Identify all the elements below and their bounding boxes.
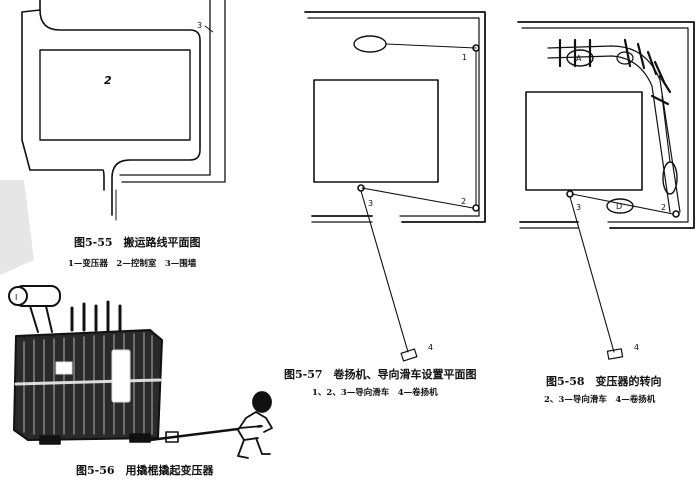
fig-5-56-drawing bbox=[8, 285, 273, 459]
watermark-shade bbox=[0, 180, 34, 275]
fig-5-55-drawing bbox=[21, 0, 226, 221]
fig56-tank bbox=[13, 329, 163, 441]
fig58-label-3: 3 bbox=[576, 203, 581, 212]
fig56-caption: 图5-56 用撬棍撬起变压器 bbox=[76, 464, 214, 477]
fig58-label-4: 4 bbox=[634, 343, 639, 352]
fig58-sleepers bbox=[558, 38, 672, 106]
fig57-winch bbox=[400, 348, 418, 362]
fig58-pulley-2 bbox=[672, 210, 680, 218]
fig58-label-d: D bbox=[616, 202, 622, 211]
fig57-label-4: 4 bbox=[428, 343, 433, 352]
fig58-building bbox=[525, 91, 643, 191]
fig56-nameplate bbox=[55, 361, 73, 375]
fig58-label-a: A bbox=[576, 54, 582, 63]
fig56-bushings bbox=[70, 300, 122, 332]
fig58-legend: 2、3—导向滑车 4—卷扬机 bbox=[544, 395, 656, 405]
fig57-label-2: 2 bbox=[461, 197, 466, 206]
fig57-label-3: 3 bbox=[368, 199, 373, 208]
fig57-label-1: 1 bbox=[462, 53, 467, 62]
fig58-transformer-d bbox=[606, 198, 634, 214]
fig55-wall bbox=[119, 0, 226, 183]
fig57-wall-inner bbox=[307, 17, 480, 217]
fig55-road-outline bbox=[39, 0, 201, 216]
fig55-road-outline-left bbox=[21, 9, 105, 191]
fig-5-57-drawing bbox=[304, 11, 486, 362]
fig55-control-room bbox=[39, 49, 191, 141]
fig57-caption: 图5-57 卷扬机、导向滑车设置平面图 bbox=[284, 368, 477, 381]
fig56-band bbox=[14, 378, 162, 386]
fig56-conservator-end bbox=[8, 286, 28, 306]
fig55-label-wall: 3 bbox=[197, 21, 202, 30]
fig58-wall-outer bbox=[517, 21, 695, 229]
fig55-caption: 图5-55 搬运路线平面图 bbox=[74, 236, 201, 249]
fig57-wall-outer bbox=[304, 11, 486, 223]
fig58-winch bbox=[606, 348, 624, 360]
fig58-wall-inner bbox=[521, 27, 689, 223]
fig57-building bbox=[313, 79, 439, 183]
fig58-caption: 图5-58 变压器的转向 bbox=[546, 375, 662, 388]
fig55-legend: 1—变压器 2—控制室 3—围墙 bbox=[68, 259, 197, 269]
fig55-label-room: 2 bbox=[104, 74, 112, 87]
fig-5-58-drawing bbox=[517, 21, 695, 360]
fig57-legend: 1、2、3—导向滑车 4—卷扬机 bbox=[312, 388, 438, 398]
fig57-pulley-2 bbox=[472, 204, 480, 212]
fig58-transformer-a bbox=[566, 49, 594, 67]
fig56-worker bbox=[237, 391, 273, 459]
fig56-label-tag: I bbox=[15, 293, 17, 302]
fig57-transformer bbox=[353, 35, 387, 53]
fig58-label-2: 2 bbox=[661, 203, 666, 212]
